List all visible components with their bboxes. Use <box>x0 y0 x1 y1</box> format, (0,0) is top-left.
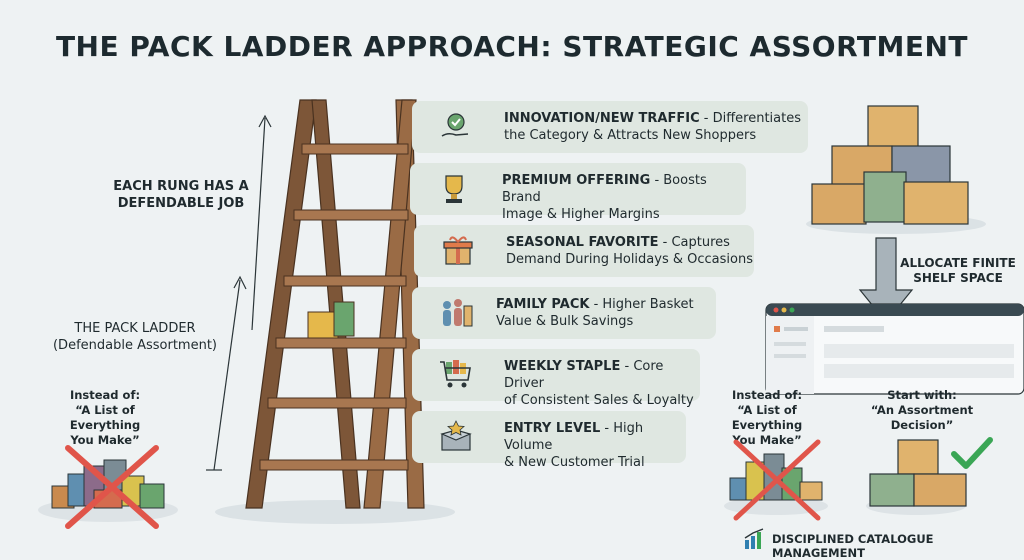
rung-desc-line-1: - Boosts Brand <box>502 173 707 205</box>
rung-card-1: INNOVATION/NEW TRAFFIC - Differentiates t… <box>412 101 808 153</box>
left-instead-of: Instead of: <box>69 388 141 402</box>
rung-desc-line-1: - High Volume <box>504 421 644 453</box>
rung-card-5: WEEKLY STAPLE - Core Driver of Consistent… <box>412 349 700 408</box>
rung-job-line-1: EACH RUNG HAS A <box>113 179 249 194</box>
rung-desc-line-2: Image & Higher Margins <box>502 207 660 222</box>
hand-gear-icon <box>441 113 469 137</box>
rung-desc-line-2: the Category & Attracts New Shoppers <box>504 128 757 143</box>
cart-icon <box>440 360 471 388</box>
pack-ladder-title: THE PACK LADDER <box>74 321 196 336</box>
allocate-line-1: ALLOCATE FINITE <box>900 256 1016 270</box>
rung-job-label: EACH RUNG HAS A DEFENDABLE JOB <box>96 178 266 212</box>
rung-heading: FAMILY PACK <box>496 297 590 312</box>
rung-heading: WEEKLY STAPLE <box>504 359 621 374</box>
rung-heading: SEASONAL FAVORITE <box>506 235 659 250</box>
left-list-line-2: You Make” <box>70 433 140 447</box>
allocate-label: ALLOCATE FINITE SHELF SPACE <box>898 256 1018 286</box>
assortment-decision: “An Assortment Decision” <box>870 403 974 432</box>
box-pile-icon <box>806 105 986 234</box>
right-list-line-2: You Make” <box>732 433 802 447</box>
growth-chart-icon <box>744 528 764 549</box>
right-pile-crossed-icon <box>724 439 828 521</box>
left-list-line-1: “A List of Everything <box>69 403 141 432</box>
rung-heading: ENTRY LEVEL <box>504 421 601 436</box>
right-instead-of: Instead of: <box>731 388 803 402</box>
rung-text-1: INNOVATION/NEW TRAFFIC - Differentiates t… <box>504 110 801 144</box>
family-icon <box>443 299 473 327</box>
rung-heading: PREMIUM OFFERING <box>502 173 651 188</box>
organized-boxes-icon <box>866 439 967 515</box>
right-instead-label: Instead of: “A List of Everything You Ma… <box>702 388 832 448</box>
left-instead-label: Instead of: “A List of Everything You Ma… <box>40 388 170 448</box>
start-with: Start with: <box>887 388 957 402</box>
star-box-icon <box>440 420 472 451</box>
rung-desc-line-2: Demand During Holidays & Occasions <box>506 252 753 267</box>
pack-ladder-label: THE PACK LADDER (Defendable Assortment) <box>40 320 230 354</box>
rung-desc-line-1: - Higher Basket <box>589 297 694 312</box>
rung-desc-line-1: - Captures <box>658 235 730 250</box>
gift-icon <box>443 236 473 265</box>
rung-card-6: ENTRY LEVEL - High Volume & New Customer … <box>412 411 686 470</box>
allocate-line-2: SHELF SPACE <box>913 271 1003 285</box>
page-title: THE PACK LADDER APPROACH: STRATEGIC ASSO… <box>55 30 969 63</box>
catalogue-window-icon <box>765 303 1024 395</box>
rung-job-line-2: DEFENDABLE JOB <box>117 196 245 211</box>
footer-label: DISCIPLINED CATALOGUE MANAGEMENT <box>772 532 934 560</box>
checkmark-icon <box>951 437 993 469</box>
rung-desc-line-1: - Differentiates <box>699 111 801 126</box>
right-list-line-1: “A List of Everything <box>731 403 803 432</box>
rung-desc-line-2: & New Customer Trial <box>504 455 645 470</box>
start-with-label: Start with: “An Assortment Decision” <box>842 388 1002 433</box>
rung-desc-line-1: - Core Driver <box>504 359 664 391</box>
trophy-icon <box>445 175 463 203</box>
rung-desc-line-2: Value & Bulk Savings <box>496 314 634 329</box>
product-pile-crossed-icon <box>38 445 178 529</box>
rung-text-6: ENTRY LEVEL - High Volume & New Customer … <box>504 420 686 471</box>
rung-text-5: WEEKLY STAPLE - Core Driver of Consistent… <box>504 358 700 409</box>
rung-desc-line-2: of Consistent Sales & Loyalty <box>504 393 694 408</box>
pack-ladder-subtitle: (Defendable Assortment) <box>52 338 217 353</box>
rung-heading: INNOVATION/NEW TRAFFIC <box>504 111 700 126</box>
